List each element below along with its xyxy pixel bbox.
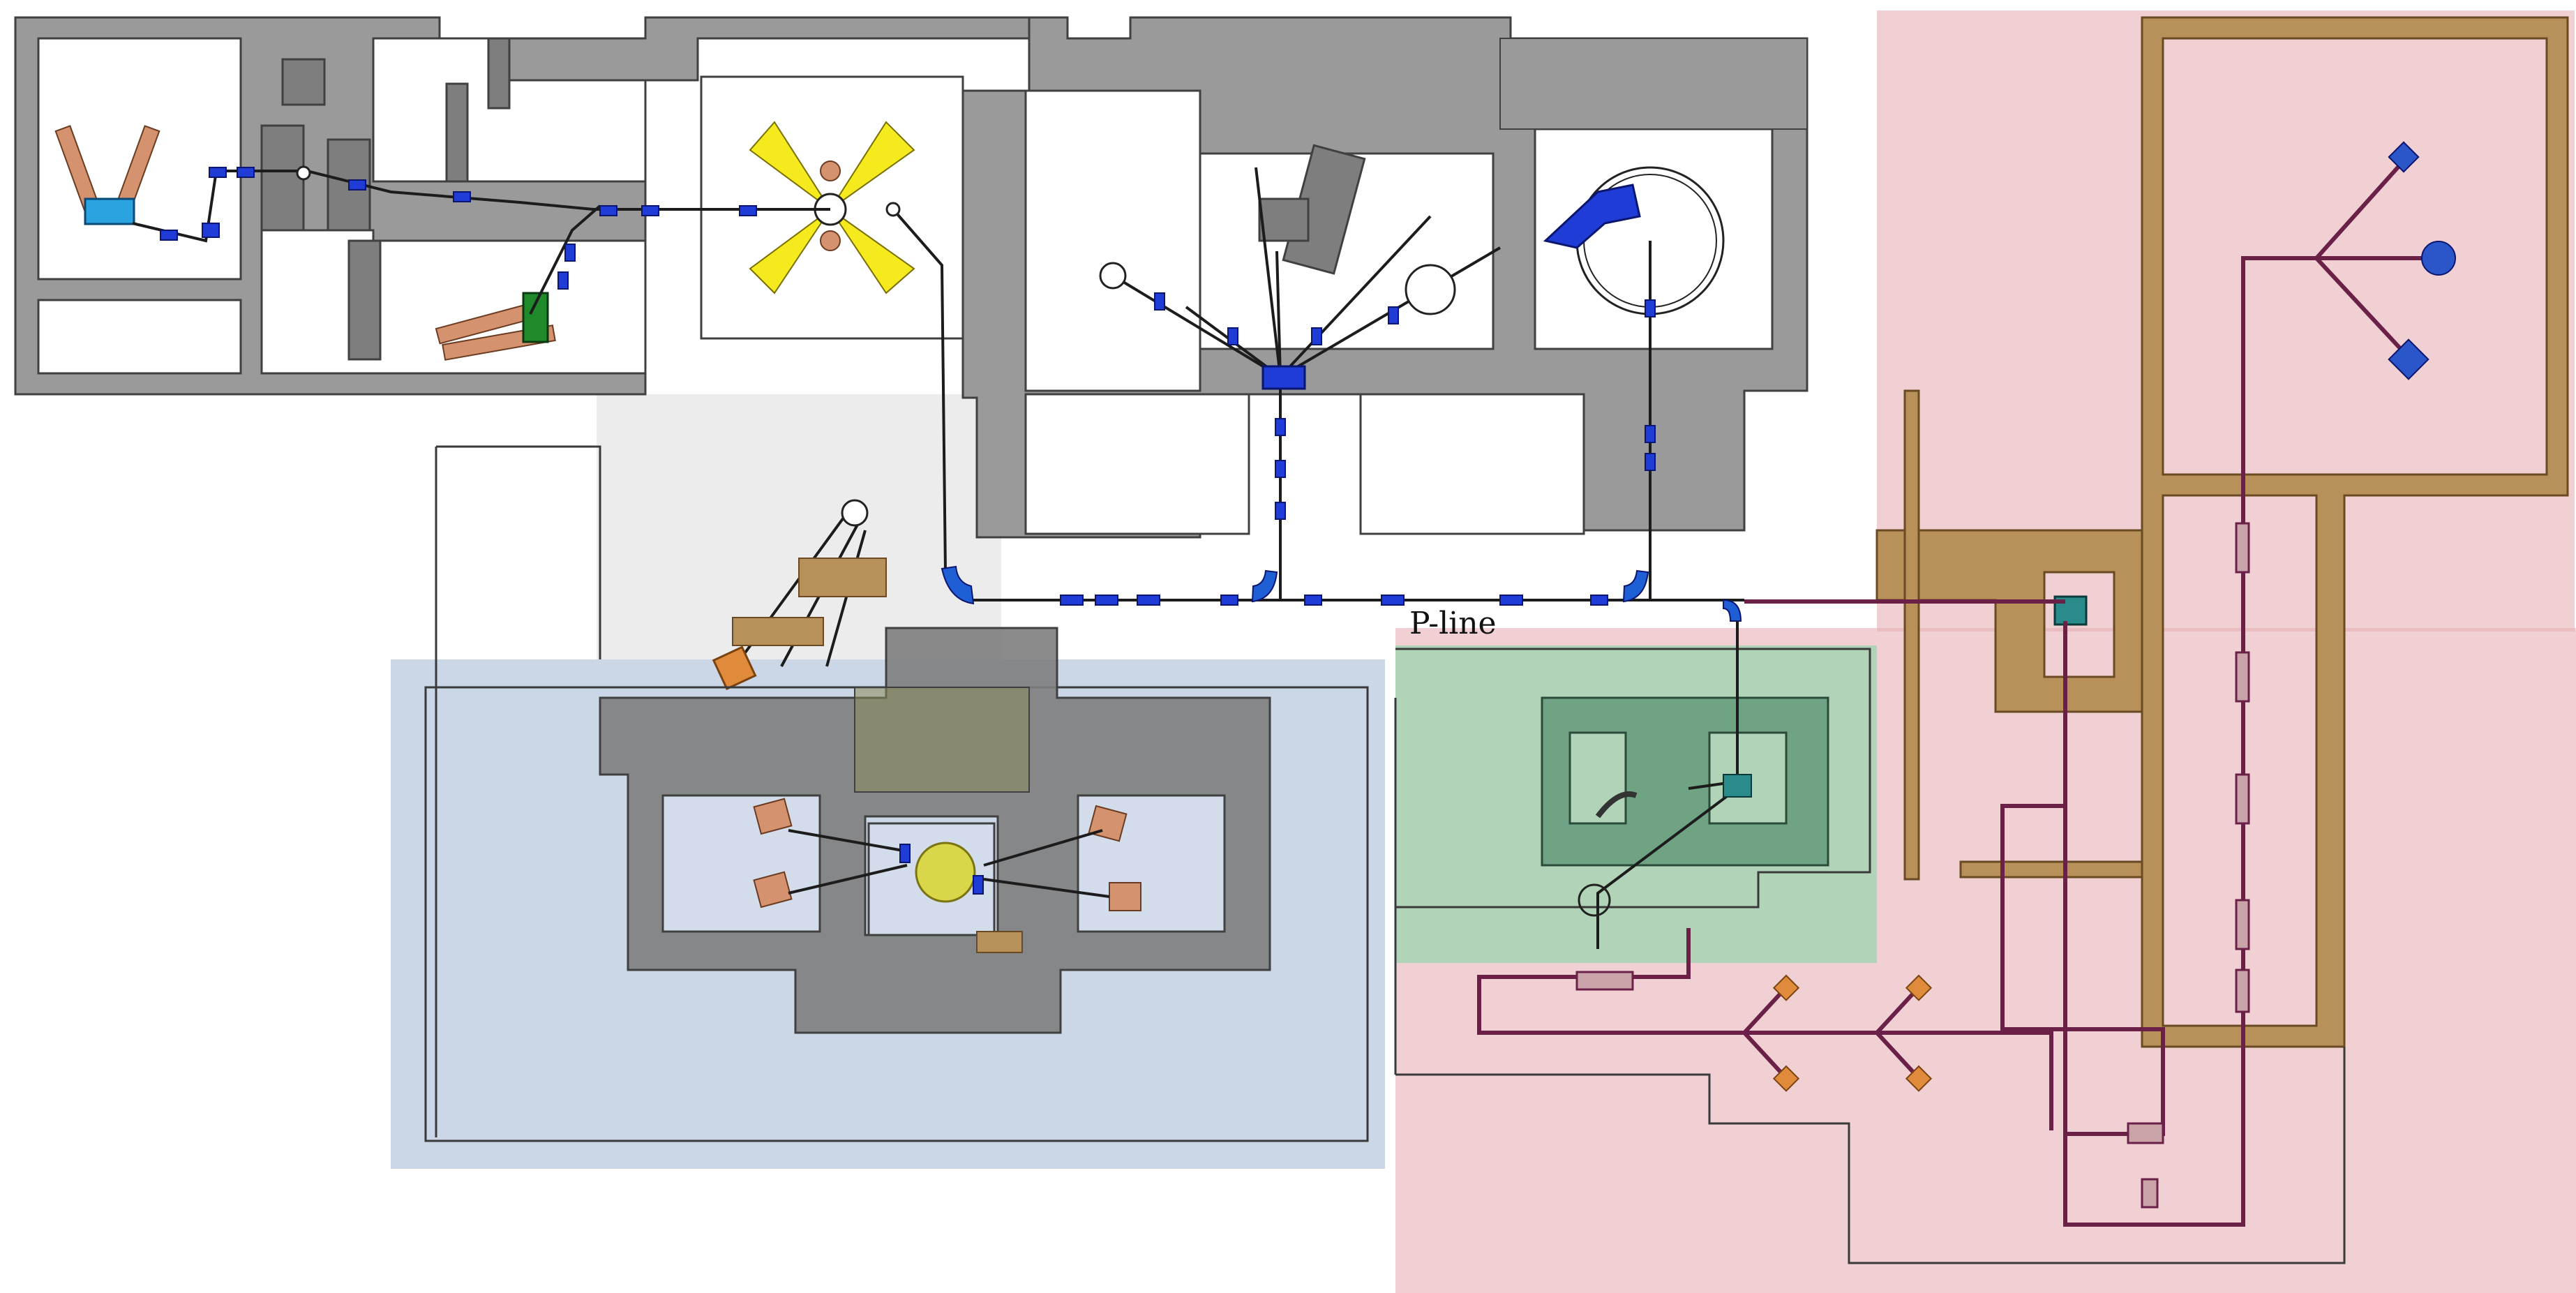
diagonal-beamlines (712, 499, 887, 691)
outer-outlines (435, 445, 2346, 1264)
green-zone-facility (1395, 621, 1871, 949)
ring-room (1543, 166, 1725, 600)
beamline-fan (1099, 167, 1502, 600)
target-yellow-blue-zone (915, 842, 976, 903)
ring-injector (1543, 184, 1641, 249)
top-left-hall (14, 16, 1031, 396)
detector-v-arms (54, 125, 160, 225)
p-line-beamline: P-line (941, 565, 1744, 641)
blue-zone-facility (424, 627, 1369, 1142)
top-center-hall (961, 16, 1809, 539)
blue-circle-endpoint (2421, 241, 2456, 276)
pink-zone-upper (1877, 10, 2575, 631)
p-line-label: P-line (1409, 606, 1497, 641)
purple-beamlines (1477, 141, 2456, 1227)
target-yellow-vanes (749, 121, 915, 294)
light-gray-zone (597, 394, 1001, 659)
detector-green-arms (435, 292, 556, 361)
